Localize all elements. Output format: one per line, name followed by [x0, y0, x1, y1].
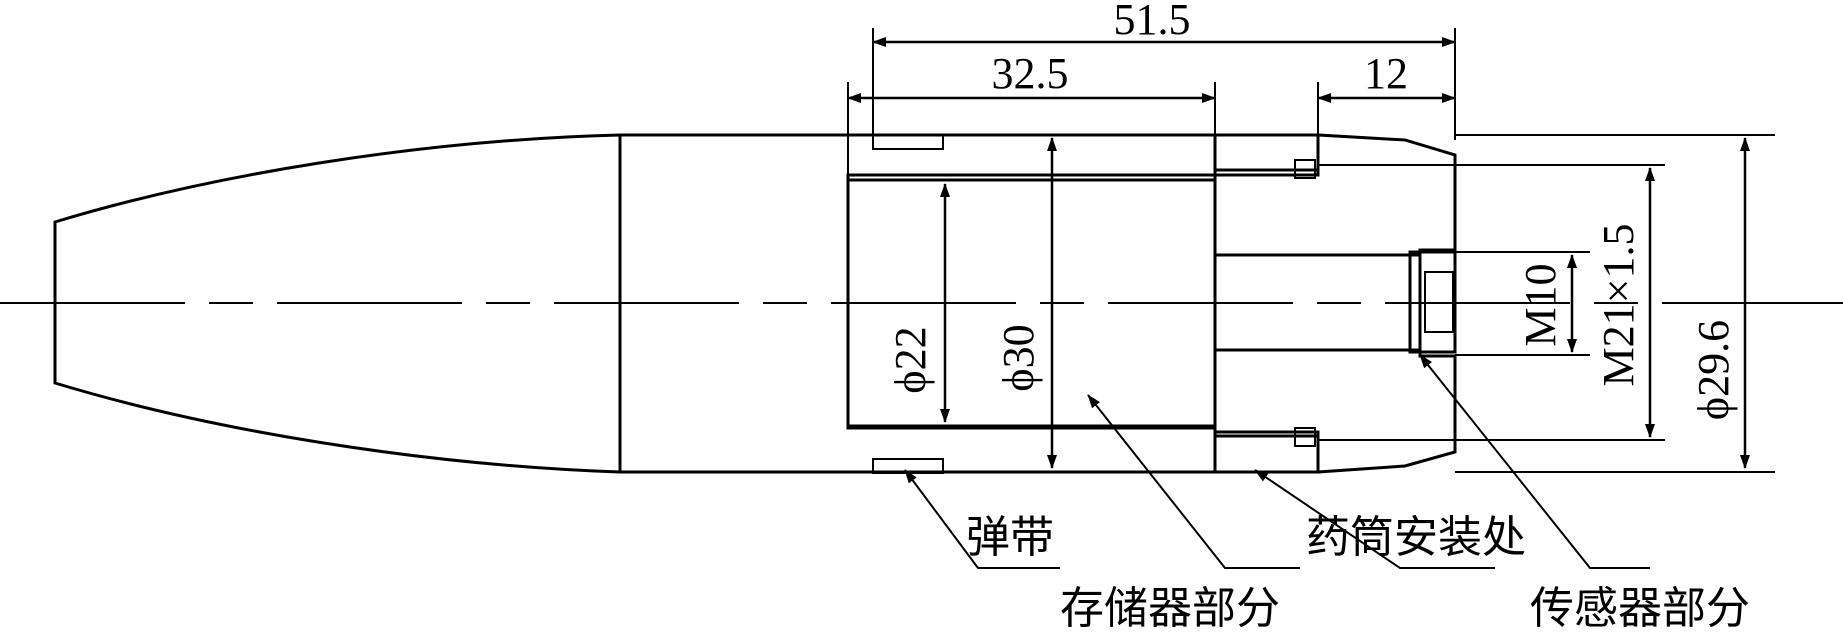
dim-inner-diameter: ϕ22: [886, 326, 935, 393]
leader-lines: [904, 354, 1650, 569]
dim-overall-length: 51.5: [1114, 0, 1191, 44]
dim-storage-length: 32.5: [992, 49, 1069, 98]
dim-body-diameter: ϕ29.6: [1689, 320, 1738, 420]
dim-sensor-length: 12: [1364, 49, 1408, 98]
dimension-lines: [847, 37, 1750, 469]
sensor-element: [1408, 250, 1457, 354]
label-sensor: 传感器部分: [1530, 583, 1750, 634]
rotating-band-top: [872, 134, 944, 150]
dim-outer-diameter: ϕ30: [994, 324, 1043, 391]
label-cartridge: 药筒安装处: [1306, 512, 1526, 563]
label-storage: 存储器部分: [1060, 583, 1280, 634]
dim-thread-large: M21×1.5: [1594, 224, 1643, 387]
nose-ogive: [53, 133, 621, 474]
sensor-section: [1213, 133, 1457, 474]
label-band: 弹带: [966, 512, 1054, 563]
dim-thread-small: M10: [1516, 263, 1565, 346]
